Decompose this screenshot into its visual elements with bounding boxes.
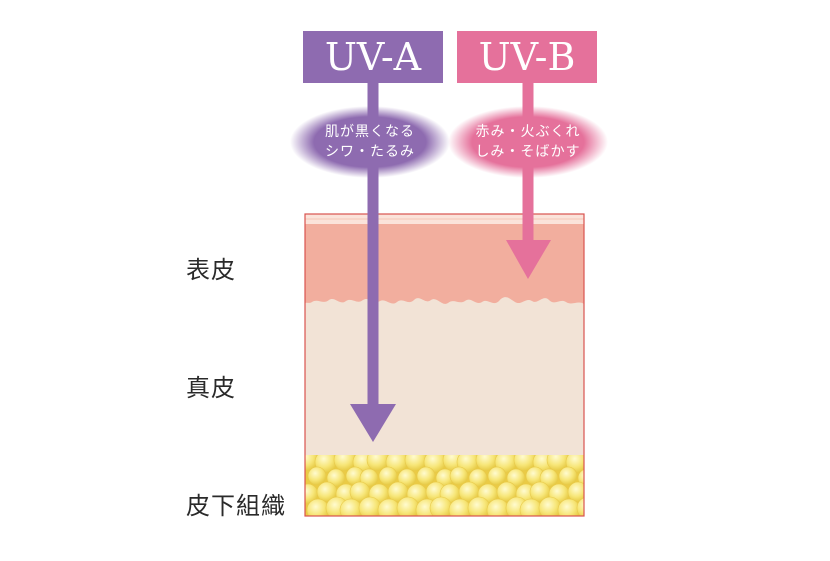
fat-cell — [567, 481, 584, 503]
uv-b-effect-oval — [448, 106, 608, 178]
fat-cell — [449, 466, 469, 486]
uv-a-arrow-head — [350, 404, 396, 442]
uv-b-effect-line2: しみ・そばかす — [475, 144, 581, 160]
epidermis-layer — [305, 214, 584, 304]
fat-cell — [487, 466, 507, 486]
subcutaneous-label: 皮下組織 — [186, 492, 286, 520]
fat-cell — [416, 466, 436, 486]
uv-b-effect-text: 赤み・火ぶくれ しみ・そばかす — [458, 122, 598, 162]
uv-a-effect-line1: 肌が黒くなる — [325, 124, 415, 140]
uv-a-group — [290, 31, 450, 442]
epidermis-label: 表皮 — [186, 256, 236, 284]
fat-cell — [557, 498, 581, 516]
uv-a-effect-line2: シワ・たるみ — [325, 144, 415, 160]
subcutaneous-fat-layer — [305, 455, 584, 516]
uv-b-group — [448, 31, 608, 279]
dermis-label: 真皮 — [186, 374, 236, 402]
uv-a-label-box — [303, 31, 443, 83]
fat-cell — [519, 498, 543, 516]
skin-cross-section — [304, 213, 585, 517]
skin-border — [304, 213, 585, 517]
uv-b-effect-line1: 赤み・火ぶくれ — [475, 124, 581, 140]
uv-b-label: UV-B — [478, 35, 576, 79]
uv-a-label: UV-A — [324, 35, 422, 79]
fat-cell — [558, 466, 578, 486]
fat-cell — [378, 466, 398, 486]
uv-b-arrow-head — [506, 240, 551, 279]
fat-cell — [448, 498, 472, 516]
uv-a-effect-text: 肌が黒くなる シワ・たるみ — [300, 122, 440, 162]
uv-b-label-box — [457, 31, 597, 83]
fat-cell — [306, 498, 330, 516]
uv-a-effect-oval — [290, 106, 450, 178]
fat-cell — [486, 498, 510, 516]
fat-cell — [377, 498, 401, 516]
fat-cell — [576, 497, 584, 516]
fat-cell — [307, 466, 327, 486]
fat-cell — [339, 498, 363, 516]
